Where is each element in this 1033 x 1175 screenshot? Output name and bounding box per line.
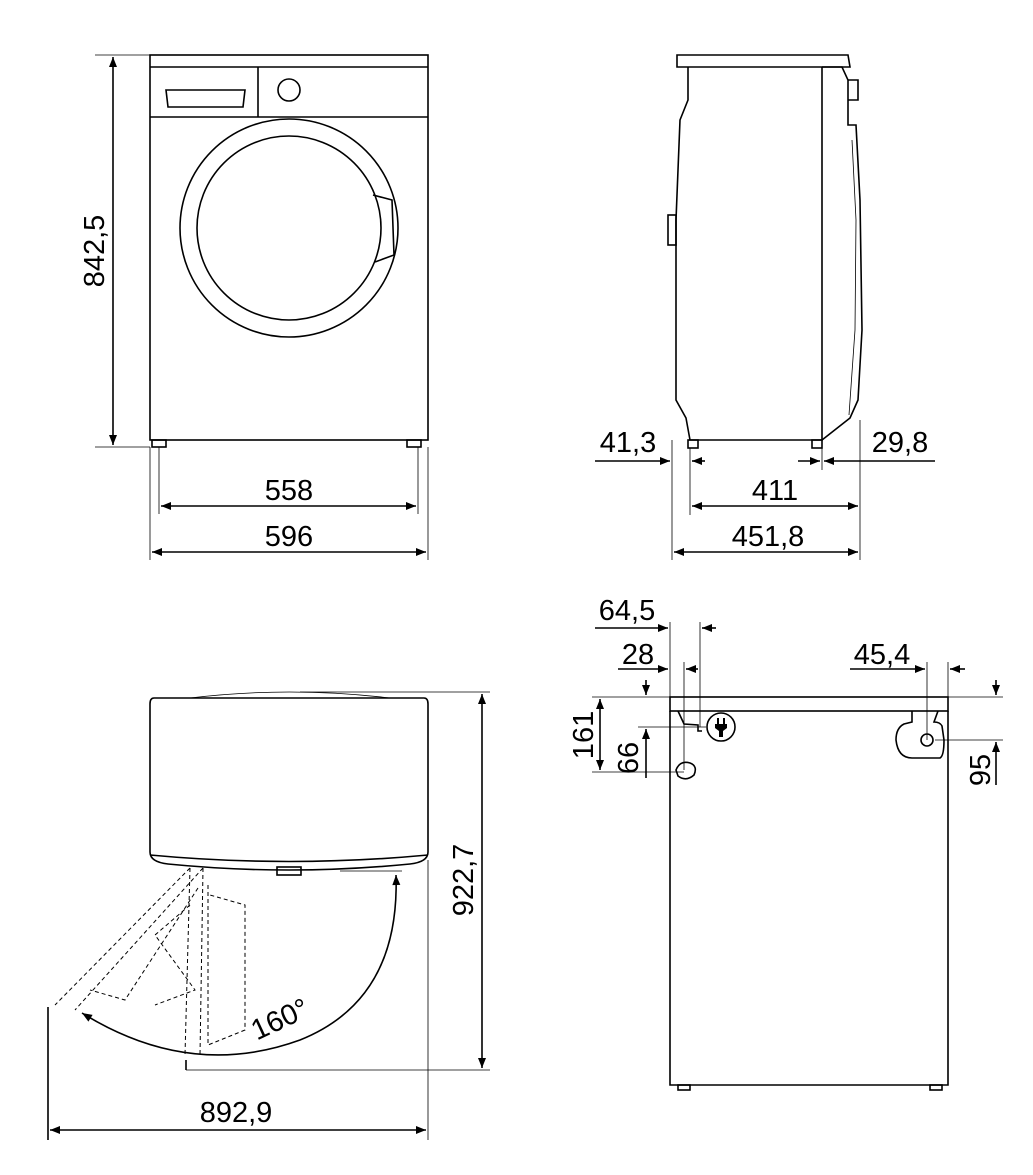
door-open-outline — [54, 867, 204, 1011]
inlet-y-label: 66 — [613, 742, 645, 774]
front-view: 842,5 558 596 — [79, 54, 429, 560]
detergent-drawer — [165, 89, 246, 108]
rear-offset-label: 29,8 — [872, 427, 928, 459]
top-view: 160° 922,7 892,9 — [47, 691, 490, 1140]
drain-hose — [675, 761, 697, 780]
program-knob — [277, 78, 301, 102]
machine-body — [149, 54, 429, 441]
door-glass — [196, 135, 382, 321]
drain-x-label: 28 — [622, 639, 654, 671]
foot-rear — [687, 439, 699, 449]
height-label: 842,5 — [79, 215, 111, 288]
side-body — [675, 67, 823, 441]
open-width-label: 892,9 — [200, 1097, 273, 1129]
front-offset-label: 41,3 — [600, 427, 656, 459]
door-swing-arc — [81, 874, 401, 1056]
feet-depth-label: 411 — [752, 475, 798, 507]
rear-view: 64,5 28 45,4 161 66 95 — [568, 595, 1003, 1091]
rear-top-band — [669, 696, 949, 712]
outlet-y-label: 95 — [965, 754, 997, 786]
depth-label: 451,8 — [732, 521, 805, 553]
foot-front — [811, 439, 823, 449]
door-latch — [276, 866, 302, 876]
door-handle — [372, 194, 395, 263]
machine-top-outline — [149, 697, 429, 871]
side-view: 41,3 29,8 411 451,8 — [595, 54, 935, 560]
power-plug-icon — [706, 712, 736, 742]
door-outer — [179, 118, 399, 338]
foot-left — [151, 439, 167, 448]
open-depth-label: 922,7 — [448, 844, 480, 917]
foot-right — [406, 439, 422, 448]
outlet-x-label: 45,4 — [854, 639, 910, 671]
door-closed-outline — [184, 867, 246, 1056]
feet-width-label: 558 — [265, 475, 313, 507]
width-label: 596 — [265, 521, 313, 553]
worktop — [676, 54, 851, 68]
drain-y-label: 161 — [568, 711, 600, 759]
water-inlet — [895, 710, 945, 759]
rear-body — [669, 711, 949, 1086]
inlet-x-label: 64,5 — [599, 595, 655, 627]
